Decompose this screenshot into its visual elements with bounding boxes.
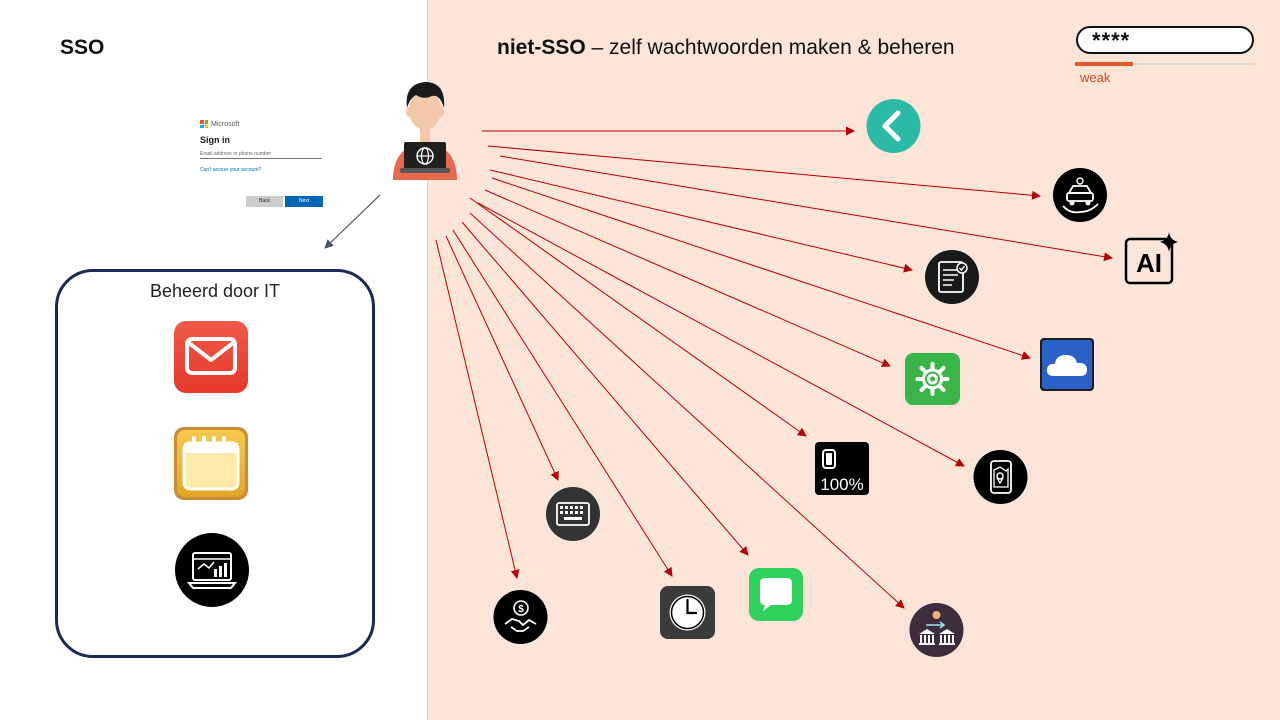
sso-title: SSO: [60, 36, 105, 59]
arrow-hr-document: [489, 169, 913, 273]
it-managed-label: Beheerd door IT: [149, 281, 281, 301]
arrow-keyboard: [445, 235, 559, 481]
arrow-car-insurance: [487, 145, 1041, 200]
battery-percent-text: 100%: [820, 475, 863, 494]
niet-sso-title-bold: niet-SSO: [497, 36, 586, 59]
handshake-money-icon[interactable]: $: [493, 590, 548, 644]
arrow-handshake: [435, 239, 520, 579]
niet-sso-region: [427, 0, 1280, 720]
microsoft-logo: Microsoft: [200, 120, 239, 128]
user-avatar: [390, 80, 460, 182]
niet-sso-title-rest: – zelf wachtwoorden maken & beheren: [585, 36, 955, 59]
arrow-map-phone: [477, 202, 965, 467]
map-phone-icon[interactable]: [973, 450, 1028, 504]
hr-document-icon[interactable]: [924, 250, 980, 304]
password-field[interactable]: ****: [1076, 26, 1254, 54]
arrow-cloud: [491, 177, 1031, 360]
arrow-to-signin: [324, 194, 381, 249]
password-strength-label: weak: [1080, 70, 1111, 85]
arrow-message: [461, 221, 749, 556]
password-masked-value: ****: [1092, 28, 1131, 53]
arrow-clock: [452, 229, 673, 577]
analytics-laptop-icon[interactable]: [174, 533, 250, 607]
signin-dialog: Microsoft Sign in Email address or phone…: [192, 112, 332, 216]
niet-sso-title: niet-SSO – zelf wachtwoorden maken & beh…: [497, 36, 955, 60]
password-strength-fill: [1075, 62, 1133, 66]
battery-icon[interactable]: 100%: [815, 442, 869, 495]
calendar-icon[interactable]: [174, 427, 248, 500]
microsoft-brand: Microsoft: [211, 120, 240, 128]
arrow-bank-transfer: [469, 212, 905, 609]
bank-transfer-icon[interactable]: [909, 603, 964, 657]
signin-heading: Sign in: [200, 135, 230, 145]
signin-help-link[interactable]: Can't access your account?: [200, 167, 262, 173]
back-chevron-icon[interactable]: [866, 99, 921, 153]
password-strength-bar: [1075, 62, 1255, 66]
arrow-battery: [469, 197, 807, 437]
it-managed-box: Beheerd door IT: [55, 269, 375, 658]
ai-icon[interactable]: AI: [1124, 230, 1182, 286]
clock-icon[interactable]: [660, 586, 715, 639]
arrow-ai: [499, 155, 1113, 262]
signin-email-input[interactable]: Email address or phone number: [200, 151, 322, 159]
mail-icon[interactable]: [174, 321, 248, 393]
cloud-icon[interactable]: [1040, 338, 1094, 391]
car-insurance-icon[interactable]: [1052, 168, 1108, 222]
microsoft-logo-icon: [200, 120, 208, 128]
svg-text:$: $: [518, 604, 524, 615]
ai-icon-text: AI: [1136, 248, 1162, 278]
message-icon[interactable]: [749, 568, 803, 621]
keyboard-icon[interactable]: [546, 487, 600, 541]
signin-back-button[interactable]: Back: [246, 196, 283, 207]
signin-next-button[interactable]: Next: [285, 196, 323, 207]
settings-gear-icon[interactable]: [905, 353, 960, 405]
arrow-settings: [484, 189, 891, 367]
